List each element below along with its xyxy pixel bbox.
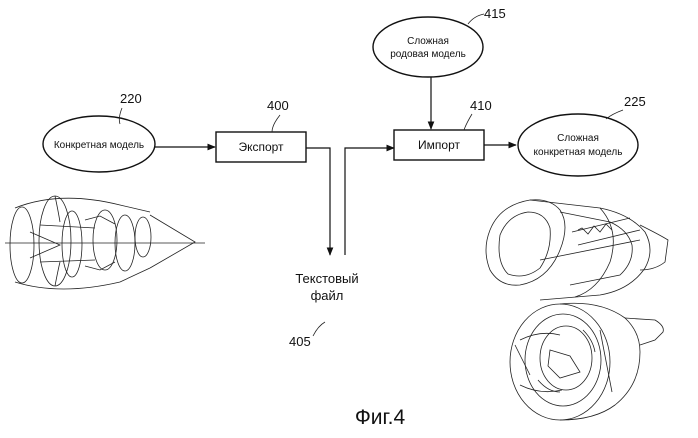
- ref-410-leader: [464, 114, 472, 130]
- complex-concrete-label-line2: конкретная модель: [534, 147, 623, 158]
- export-node: Экспорт: [216, 132, 306, 162]
- export-label: Экспорт: [238, 140, 284, 154]
- complex-concrete-label-line1: Сложная: [557, 133, 599, 144]
- complex-engine-drawing: [486, 200, 668, 420]
- complex-concrete-model-node: Сложная конкретная модель: [518, 114, 638, 176]
- concrete-model-node: Конкретная модель: [43, 116, 155, 172]
- import-node: Импорт: [394, 130, 484, 160]
- concrete-model-label: Конкретная модель: [54, 140, 144, 151]
- ref-220: 220: [120, 91, 142, 106]
- ref-410: 410: [470, 98, 492, 113]
- ref-220-leader: [119, 108, 122, 124]
- complex-generic-label-line1: Сложная: [407, 36, 449, 47]
- complex-generic-model-node: Сложная родовая модель: [373, 17, 483, 77]
- complex-generic-label-line2: родовая модель: [390, 49, 466, 60]
- text-file-label-line2: файл: [311, 288, 344, 303]
- ref-415-leader: [468, 14, 484, 24]
- figure-caption: Фиг.4: [355, 406, 406, 429]
- import-label: Импорт: [418, 138, 460, 152]
- simple-engine-drawing: [5, 196, 205, 289]
- ref-415: 415: [484, 6, 506, 21]
- ref-400-leader: [272, 115, 280, 132]
- ref-405-leader: [313, 322, 325, 336]
- ref-400: 400: [267, 98, 289, 113]
- arrow-file-to-import: [345, 148, 394, 255]
- ref-405: 405: [289, 334, 311, 349]
- arrow-export-to-file: [306, 148, 330, 255]
- ref-225: 225: [624, 94, 646, 109]
- text-file-label-line1: Текстовый: [295, 271, 358, 286]
